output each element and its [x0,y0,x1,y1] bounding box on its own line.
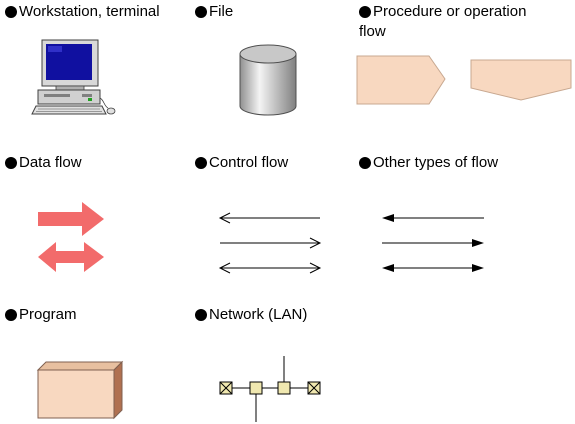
procedure-flow-label-line1: Procedure or operation [373,3,527,20]
program-label: Program [19,306,77,323]
bullet-procedure-flow [359,6,371,18]
bullet-other-flow [359,157,371,169]
workstation-icon [31,39,116,115]
other-flow-label: Other types of flow [373,154,499,171]
other-flow-lines-icon [382,214,484,272]
program-box-icon [36,360,124,420]
bullet-workstation [5,6,17,18]
bullet-control-flow [195,157,207,169]
bullet-data-flow [5,157,17,169]
data-flow-label: Data flow [19,154,82,171]
control-flow-lines-icon [218,212,322,274]
procedure-flow-arrows-icon [356,55,572,105]
bullet-program [5,309,17,321]
procedure-flow-label-line2: flow [359,23,386,40]
data-flow-arrows-icon [38,202,104,272]
file-label: File [209,3,234,20]
bullet-file [195,6,207,18]
network-label: Network (LAN) [209,306,308,323]
file-cylinder-icon [239,44,297,116]
network-lan-icon [219,356,321,422]
control-flow-label: Control flow [209,154,289,171]
bullet-network [195,309,207,321]
workstation-label: Workstation, terminal [19,3,160,20]
